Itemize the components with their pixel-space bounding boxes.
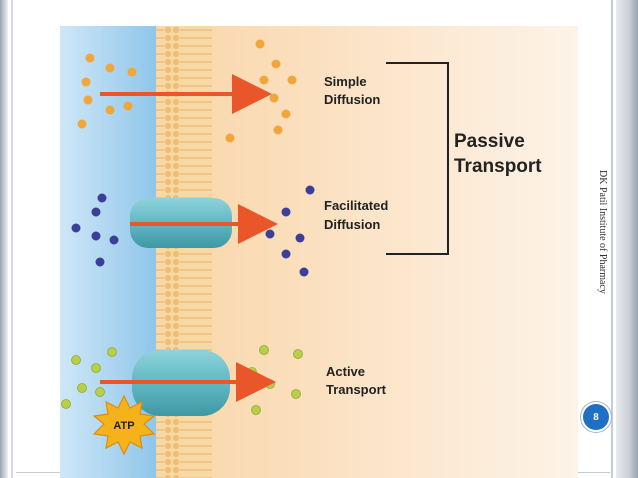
- institute-side-text: DK Patil Institute of Pharmacy: [597, 170, 608, 294]
- intracellular-region: [212, 26, 578, 478]
- facilitated-diffusion-label-line2: Diffusion: [324, 217, 380, 232]
- atp-label: ATP: [113, 420, 134, 432]
- atp-star-icon: [92, 394, 156, 456]
- facilitated-diffusion-molecules: [71, 185, 315, 277]
- facilitated-diffusion-label-line1: Facilitated: [324, 198, 388, 213]
- slide-frame-right-line: [611, 0, 613, 478]
- passive-transport-label-line1: Passive: [454, 131, 525, 152]
- simple-diffusion-label-line2: Diffusion: [324, 92, 380, 107]
- active-transport-label-line1: Active: [326, 364, 365, 379]
- page-number: 8: [593, 411, 599, 423]
- passive-transport-label-line2: Transport: [454, 156, 542, 177]
- membrane-transport-diagram: ATP Simple Diffusion Facilitated Diffusi…: [60, 26, 578, 478]
- slide-frame-left-line: [11, 0, 13, 478]
- slide-frame-left: [0, 0, 8, 478]
- page-number-badge: 8: [583, 404, 609, 430]
- active-transport-label-line2: Transport: [326, 382, 387, 397]
- slide-frame-right: [616, 0, 638, 478]
- passive-transport-bracket: [386, 62, 449, 255]
- simple-diffusion-label-line1: Simple: [324, 74, 367, 89]
